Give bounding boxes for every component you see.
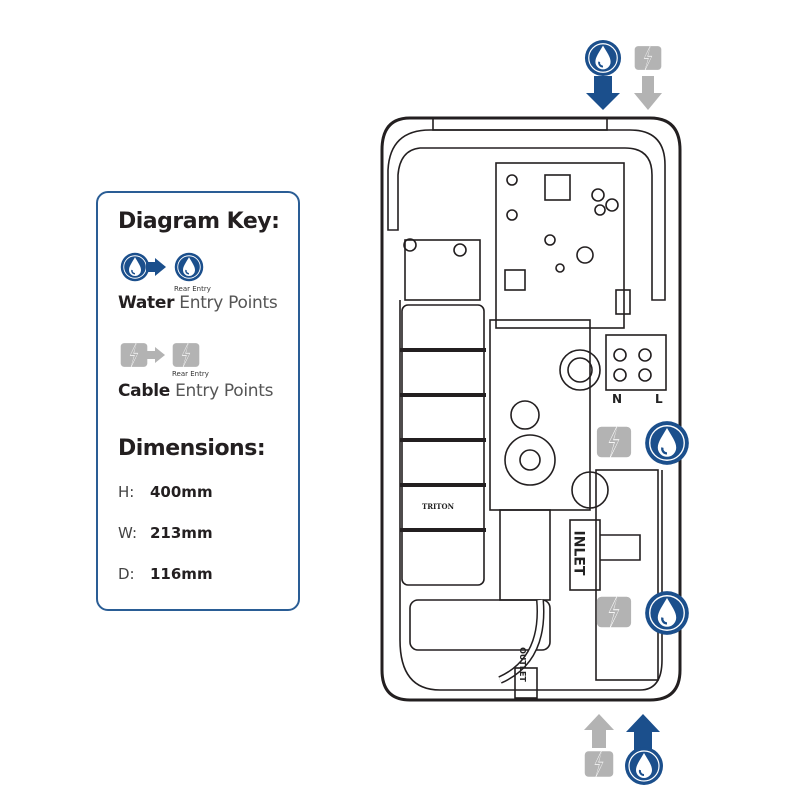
dimension-value: 400mm (150, 483, 213, 501)
diagram-key-title: Diagram Key: (118, 209, 280, 234)
water-entry-rest: Entry Points (179, 293, 278, 313)
cable-rear-entry-label: Rear Entry (172, 370, 209, 378)
water-rear-entry-label: Rear Entry (174, 285, 211, 293)
brand-label-tank: TRITON (422, 502, 455, 511)
dimension-label: H: (118, 483, 135, 501)
water-bold-label: Water (118, 293, 175, 313)
side-entry-markers-lower (596, 590, 690, 636)
dimension-width: W: 213mm (118, 524, 213, 542)
bottom-entry-markers (584, 714, 664, 786)
top-entry-markers (584, 39, 662, 110)
water-top-entry-icon (584, 39, 622, 110)
terminal-neutral-label: N (612, 392, 623, 406)
dimension-depth: D: 116mm (118, 565, 213, 583)
side-entry-markers-upper (596, 420, 690, 466)
pcb-board (495, 162, 631, 329)
terminal-live-label: L (655, 392, 663, 406)
dimension-value: 116mm (150, 565, 213, 583)
dimension-height: H: 400mm (118, 483, 213, 501)
outlet-label: OUTLET (517, 647, 527, 682)
dimension-label: W: (118, 524, 138, 542)
water-bottom-entry-icon (624, 714, 664, 786)
cable-entry-arrow-icon (120, 341, 200, 369)
cable-entry-points-label: Cable Entry Points (118, 381, 274, 401)
cable-bold-label: Cable (118, 381, 170, 401)
water-entry-arrow-icon (120, 252, 204, 282)
dimensions-title: Dimensions: (118, 436, 266, 461)
unit-outline (380, 116, 682, 702)
cable-rear-entry-lower-icon (596, 592, 632, 632)
water-rear-entry-upper-icon (644, 420, 690, 466)
water-rear-entry-lower-icon (644, 590, 690, 636)
cable-entry-rest: Entry Points (175, 381, 274, 401)
terminal-block (605, 334, 667, 391)
water-entry-points-label: Water Entry Points (118, 293, 278, 313)
heater-tank (400, 238, 486, 586)
dimension-label: D: (118, 565, 135, 583)
cable-rear-entry-upper-icon (596, 422, 632, 462)
cable-bottom-entry-icon (584, 714, 614, 781)
diagram-key-panel: Diagram Key: Rear Entry Water Entry Poin… (96, 191, 300, 611)
inlet-label: INLET (570, 530, 587, 576)
dimension-value: 213mm (150, 524, 213, 542)
water-entry-icons (120, 250, 210, 288)
cable-entry-icons (120, 338, 210, 376)
valve-assembly (489, 319, 641, 601)
cable-top-entry-icon (634, 42, 662, 110)
lower-pipework (409, 469, 659, 699)
